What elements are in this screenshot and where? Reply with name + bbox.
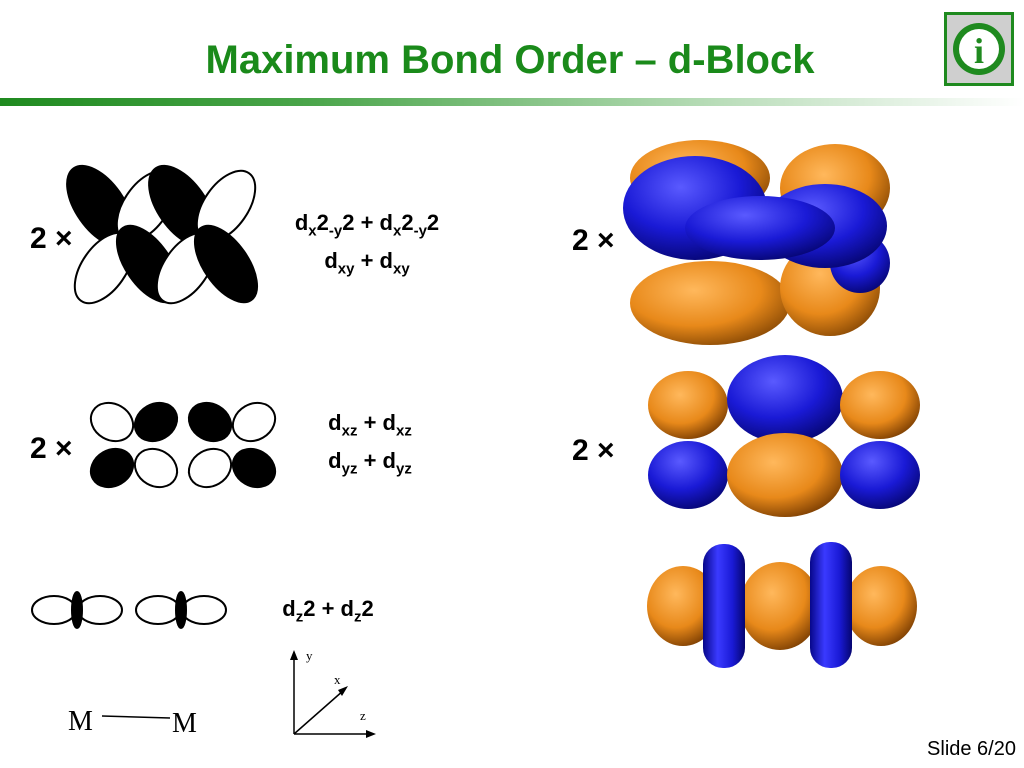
row3-formula: dz2 + dz2 <box>258 594 398 632</box>
row1-orbital-diagram <box>66 164 259 305</box>
row1-render-multiplier: 2 × <box>572 224 615 257</box>
row2-formula-line1: dxz + dxz <box>328 410 412 440</box>
dz2-orbital-right <box>135 591 227 629</box>
row1-formula: dx2-y2 + dx2-y2 dxy + dxy <box>272 208 462 285</box>
x-axis-label: x <box>334 672 341 687</box>
row2-orbital-render <box>648 355 920 517</box>
metal-right: M <box>172 708 197 739</box>
row3-orbital-render <box>647 542 917 668</box>
slide-title: Maximum Bond Order – d-Block <box>205 38 815 82</box>
row2-render-multiplier: 2 × <box>572 434 615 467</box>
slide-number: Slide 6/20 <box>927 738 1016 760</box>
row2-multiplier: 2 × <box>30 432 73 465</box>
row1-formula-line1: dx2-y2 + dx2-y2 <box>294 210 440 240</box>
metal-left: M <box>68 706 93 737</box>
dxz-orbital-left <box>89 401 179 489</box>
row1-formula-line2: dxy + dxy <box>324 248 410 278</box>
y-axis-label: y <box>306 648 313 663</box>
coordinate-axes: y x z <box>290 648 376 738</box>
info-icon[interactable]: i <box>944 12 1014 86</box>
row3-orbital-diagram <box>31 591 227 629</box>
row1-multiplier: 2 × <box>30 222 73 255</box>
info-glyph: i <box>974 31 984 71</box>
row2-formula-line2: dyz + dyz <box>328 448 412 478</box>
metal-metal-bond: M M <box>68 706 197 739</box>
row3-formula-line1: dz2 + dz2 <box>282 596 374 626</box>
z-axis-label: z <box>360 708 366 723</box>
dx2y2-orbital-right <box>148 164 259 305</box>
row1-orbital-render <box>623 140 890 345</box>
row2-formula: dxz + dxz dyz + dyz <box>300 408 440 485</box>
dz2-orbital-left <box>31 591 123 629</box>
title-underline <box>0 98 1024 106</box>
row2-orbital-diagram <box>89 401 277 489</box>
dxz-orbital-right <box>187 401 277 489</box>
